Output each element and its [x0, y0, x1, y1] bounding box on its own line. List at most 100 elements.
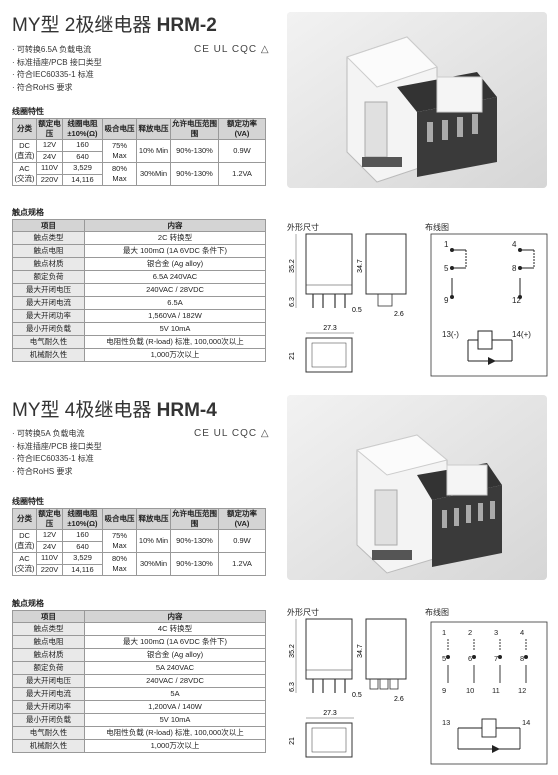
title-model: HRM-2 [156, 15, 217, 36]
terminal-label: 4 [512, 240, 517, 249]
dim-height-inner: 34.7 [357, 259, 364, 273]
feature-item: 可转换6.5A 负载电流 [12, 44, 102, 57]
value-cell: 2C 转换型 [84, 231, 266, 245]
header-cell: 额定功率 (VA) [218, 118, 266, 140]
terminal-label: 2 [468, 628, 472, 637]
dim-height-outer: 35.2 [289, 644, 296, 658]
value-cell: 5A [84, 687, 266, 701]
feature-item: 符合RoHS 要求 [12, 82, 102, 95]
value-cell: 电阻性负载 (R-load) 标准, 100,000次以上 [84, 335, 266, 349]
range-cell: 90%-130% [170, 162, 219, 186]
power-cell: 1.2VA [218, 552, 266, 576]
category-cell: DC (直流) [12, 529, 37, 553]
release-cell: 10% Min [136, 139, 171, 163]
hrm2-product-photo [287, 12, 547, 188]
header-cell: 内容 [84, 219, 266, 232]
terminal-label: 12 [512, 296, 521, 305]
power-cell: 0.9W [218, 529, 266, 553]
header-cell: 分类 [12, 508, 37, 530]
dim-pin-thickness: 0.5 [352, 692, 362, 699]
title-prefix: MY型 4极继电器 [12, 400, 157, 421]
feature-item: 可转换5A 负载电流 [12, 428, 102, 441]
terminal-label: 13(-) [442, 330, 459, 339]
terminal-label: 10 [466, 686, 474, 695]
voltage-cell: 110V [36, 162, 63, 175]
item-cell: 最大开闭功率 [12, 309, 85, 323]
dim-width: 27.3 [323, 325, 337, 332]
voltage-cell: 110V [36, 552, 63, 565]
voltage-cell: 12V [36, 139, 63, 152]
value-cell: 5V 10mA [84, 322, 266, 336]
item-cell: 额定负荷 [12, 270, 85, 284]
item-cell: 触点材质 [12, 648, 85, 662]
feature-item: 符合IEC60335-1 标准 [12, 69, 102, 82]
item-cell: 最小开闭负载 [12, 322, 85, 336]
value-cell: 1,560VA / 182W [84, 309, 266, 323]
feature-item: 符合IEC60335-1 标准 [12, 453, 102, 466]
feature-item: 标准插座/PCB 接口类型 [12, 441, 102, 454]
title-model: HRM-4 [156, 400, 217, 421]
feature-item: 标准插座/PCB 接口类型 [12, 57, 102, 70]
header-cell: 释放电压 [136, 508, 171, 530]
table-row: 24V 640 [13, 150, 266, 163]
hrm2-title: MY型 2极继电器 HRM-2 [12, 10, 217, 37]
pull-in-cell: 75% Max [102, 139, 137, 163]
table-row: 220V 14,116 [13, 563, 266, 576]
pull-in-cell: 75% Max [102, 529, 137, 553]
header-cell: 允许电压范围围 [170, 508, 219, 530]
terminal-label: 6 [468, 654, 472, 663]
hrm2-feature-list: 可转换6.5A 负载电流 标准插座/PCB 接口类型 符合IEC60335-1 … [12, 44, 102, 94]
contact-specs-title: 触点规格 [12, 208, 44, 217]
dimensions-title: 外形尺寸 [287, 608, 319, 617]
header-cell: 吸合电压 [102, 508, 137, 530]
range-cell: 90%-130% [170, 139, 219, 163]
header-cell: 线圈电阻 ±10%(Ω) [62, 118, 103, 140]
range-cell: 90%-130% [170, 552, 219, 576]
dim-width: 27.3 [323, 710, 337, 717]
hrm2-coil-table: 分类 额定电压 线圈电阻 ±10%(Ω) 吸合电压 释放电压 允许电压范围围 额… [12, 118, 266, 186]
value-cell: 6.5A 240VAC [84, 270, 266, 284]
item-cell: 触点材质 [12, 257, 85, 271]
terminal-label: 1 [444, 240, 449, 249]
resistance-cell: 14,116 [62, 173, 103, 186]
terminal-label: 7 [494, 654, 498, 663]
value-cell: 6.5A [84, 296, 266, 310]
item-cell: 最大开闭电流 [12, 296, 85, 310]
value-cell: 240VAC / 28VDC [84, 283, 266, 297]
resistance-cell: 160 [62, 529, 103, 542]
dim-pin-thickness: 0.5 [352, 307, 362, 314]
item-cell: 最大开闭电压 [12, 283, 85, 297]
value-cell: 1,000万次以上 [84, 739, 266, 753]
feature-item: 符合RoHS 要求 [12, 466, 102, 479]
header-cell: 线圈电阻 ±10%(Ω) [62, 508, 103, 530]
title-prefix: MY型 2极继电器 [12, 15, 157, 36]
terminal-label: 12 [518, 686, 526, 695]
terminal-label: 3 [494, 628, 498, 637]
dim-depth: 21 [289, 352, 296, 360]
hrm2-wiring-diagram: 1 4 5 8 9 12 13(-) 14(+) [430, 233, 548, 377]
value-cell: 5A 240VAC [84, 661, 266, 675]
header-cell: 额定电压 [36, 508, 63, 530]
table-row: 触点材质银合金 (Ag alloy) [12, 257, 266, 271]
category-cell: AC (交流) [12, 552, 37, 576]
table-row: DC (直流) 12V 160 75% Max 10% Min 90%-130%… [12, 139, 266, 163]
table-row: AC (交流) 110V 3,529 80% Max 30%Min 90%-13… [12, 162, 266, 186]
table-row: 触点材质银合金 (Ag alloy) [12, 648, 266, 662]
terminal-label: 11 [492, 686, 500, 695]
item-cell: 电气耐久性 [12, 335, 85, 349]
voltage-cell: 24V [36, 540, 63, 553]
header-cell: 允许电压范围围 [170, 118, 219, 140]
header-cell: 项目 [12, 610, 85, 623]
header-cell: 内容 [84, 610, 266, 623]
dim-side-pin: 2.6 [394, 311, 404, 318]
item-cell: 电气耐久性 [12, 726, 85, 740]
hrm4-dimension-drawing: 35.2 6.3 0.5 34.7 2.6 27.3 21 [289, 618, 407, 758]
header-cell: 释放电压 [136, 118, 171, 140]
dim-depth: 21 [289, 737, 296, 745]
wiring-title: 布线图 [425, 608, 449, 617]
value-cell: 电阻性负载 (R-load) 标准, 100,000次以上 [84, 726, 266, 740]
